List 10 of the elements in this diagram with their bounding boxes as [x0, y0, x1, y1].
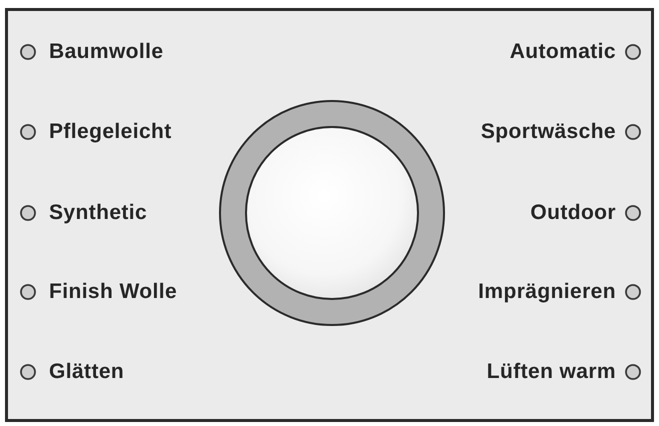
program-label: Imprägnieren — [478, 280, 616, 304]
program-label: Outdoor — [530, 201, 616, 225]
program-label: Lüften warm — [486, 360, 616, 384]
program-label: Automatic — [510, 40, 616, 64]
program-label: Baumwolle — [49, 40, 164, 64]
program-label: Synthetic — [49, 201, 148, 225]
program-label: Sportwäsche — [480, 120, 616, 144]
program-label: Pflegeleicht — [49, 120, 172, 144]
program-label: Glätten — [49, 360, 124, 384]
program-label: Finish Wolle — [49, 280, 178, 304]
